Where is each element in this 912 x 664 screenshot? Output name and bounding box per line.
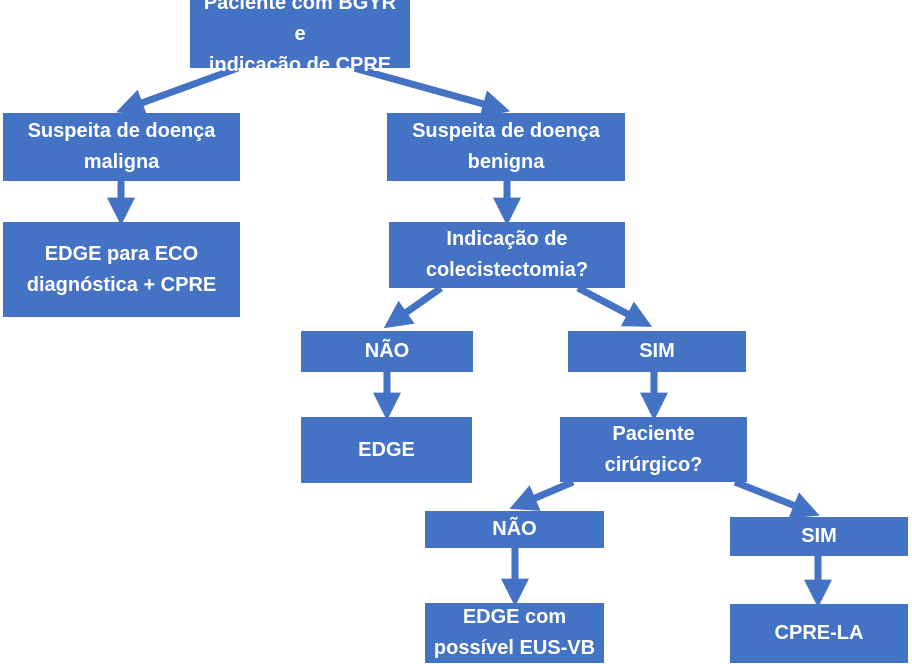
node-edge: EDGE [301, 417, 472, 483]
node-edge-label: EDGE [358, 438, 415, 461]
node-paciente-bgyr: Paciente com BGYR e indicação de CPRE [190, 0, 410, 76]
node-suspeita-benigna-line2: benigna [467, 151, 545, 173]
node-nao-cirurgico-label: NÃO [492, 518, 537, 540]
arrow-colecistectomia-to-sim [576, 284, 653, 327]
node-cpre-la-label: CPRE-LA [774, 622, 864, 644]
node-paciente-cirurgico: Paciente cirúrgico? [560, 417, 747, 482]
node-sim-cirurgico: SIM [730, 517, 908, 556]
arrow-cirurgico-to-sim [733, 478, 820, 519]
node-sim-cirurgico-label: SIM [801, 525, 837, 547]
node-indicacao-colecistectomia: Indicação de colecistectomia? [389, 222, 625, 288]
node-edge-eus-vb-line2: possível EUS-VB [433, 637, 596, 659]
node-edge-eco-cpre-line1: EDGE para ECO [44, 242, 199, 265]
arrow-start-to-benigna [353, 64, 511, 118]
node-paciente-bgyr-line2: indicação de CPRE [208, 53, 392, 76]
arrow-colecistectomia-to-nao [383, 285, 444, 329]
node-suspeita-benigna-line1: Suspeita de doença [412, 120, 600, 142]
node-edge-eco-cpre-line2: diagnóstica + CPRE [26, 273, 217, 296]
arrow-cirurgico-to-nao [509, 478, 575, 511]
node-nao-cirurgico: NÃO [425, 511, 604, 548]
node-paciente-cirurgico-line1: Paciente [612, 422, 695, 445]
node-sim-colecistectomia-label: SIM [639, 340, 675, 362]
node-suspeita-benigna: Suspeita de doença benigna [387, 113, 625, 181]
node-nao-colecistectomia: NÃO [301, 331, 473, 372]
node-indicacao-colecistectomia-line2: colecistectomia? [425, 259, 589, 281]
node-edge-eus-vb: EDGE com possível EUS-VB [425, 603, 604, 663]
node-edge-eco-cpre: EDGE para ECO diagnóstica + CPRE [3, 222, 240, 317]
node-paciente-bgyr-line1: Paciente com BGYR e [203, 0, 397, 45]
node-paciente-cirurgico-line2: cirúrgico? [604, 453, 703, 476]
node-edge-eus-vb-line1: EDGE com [462, 606, 567, 628]
node-indicacao-colecistectomia-line1: Indicação de [446, 228, 568, 250]
node-suspeita-maligna: Suspeita de doença maligna [3, 113, 240, 181]
node-suspeita-maligna-line1: Suspeita de doença [27, 120, 216, 142]
node-nao-colecistectomia-label: NÃO [364, 340, 410, 362]
node-cpre-la: CPRE-LA [730, 604, 908, 663]
node-suspeita-maligna-line2: maligna [83, 151, 160, 173]
arrow-start-to-maligna [116, 64, 240, 116]
node-sim-colecistectomia: SIM [568, 331, 746, 372]
